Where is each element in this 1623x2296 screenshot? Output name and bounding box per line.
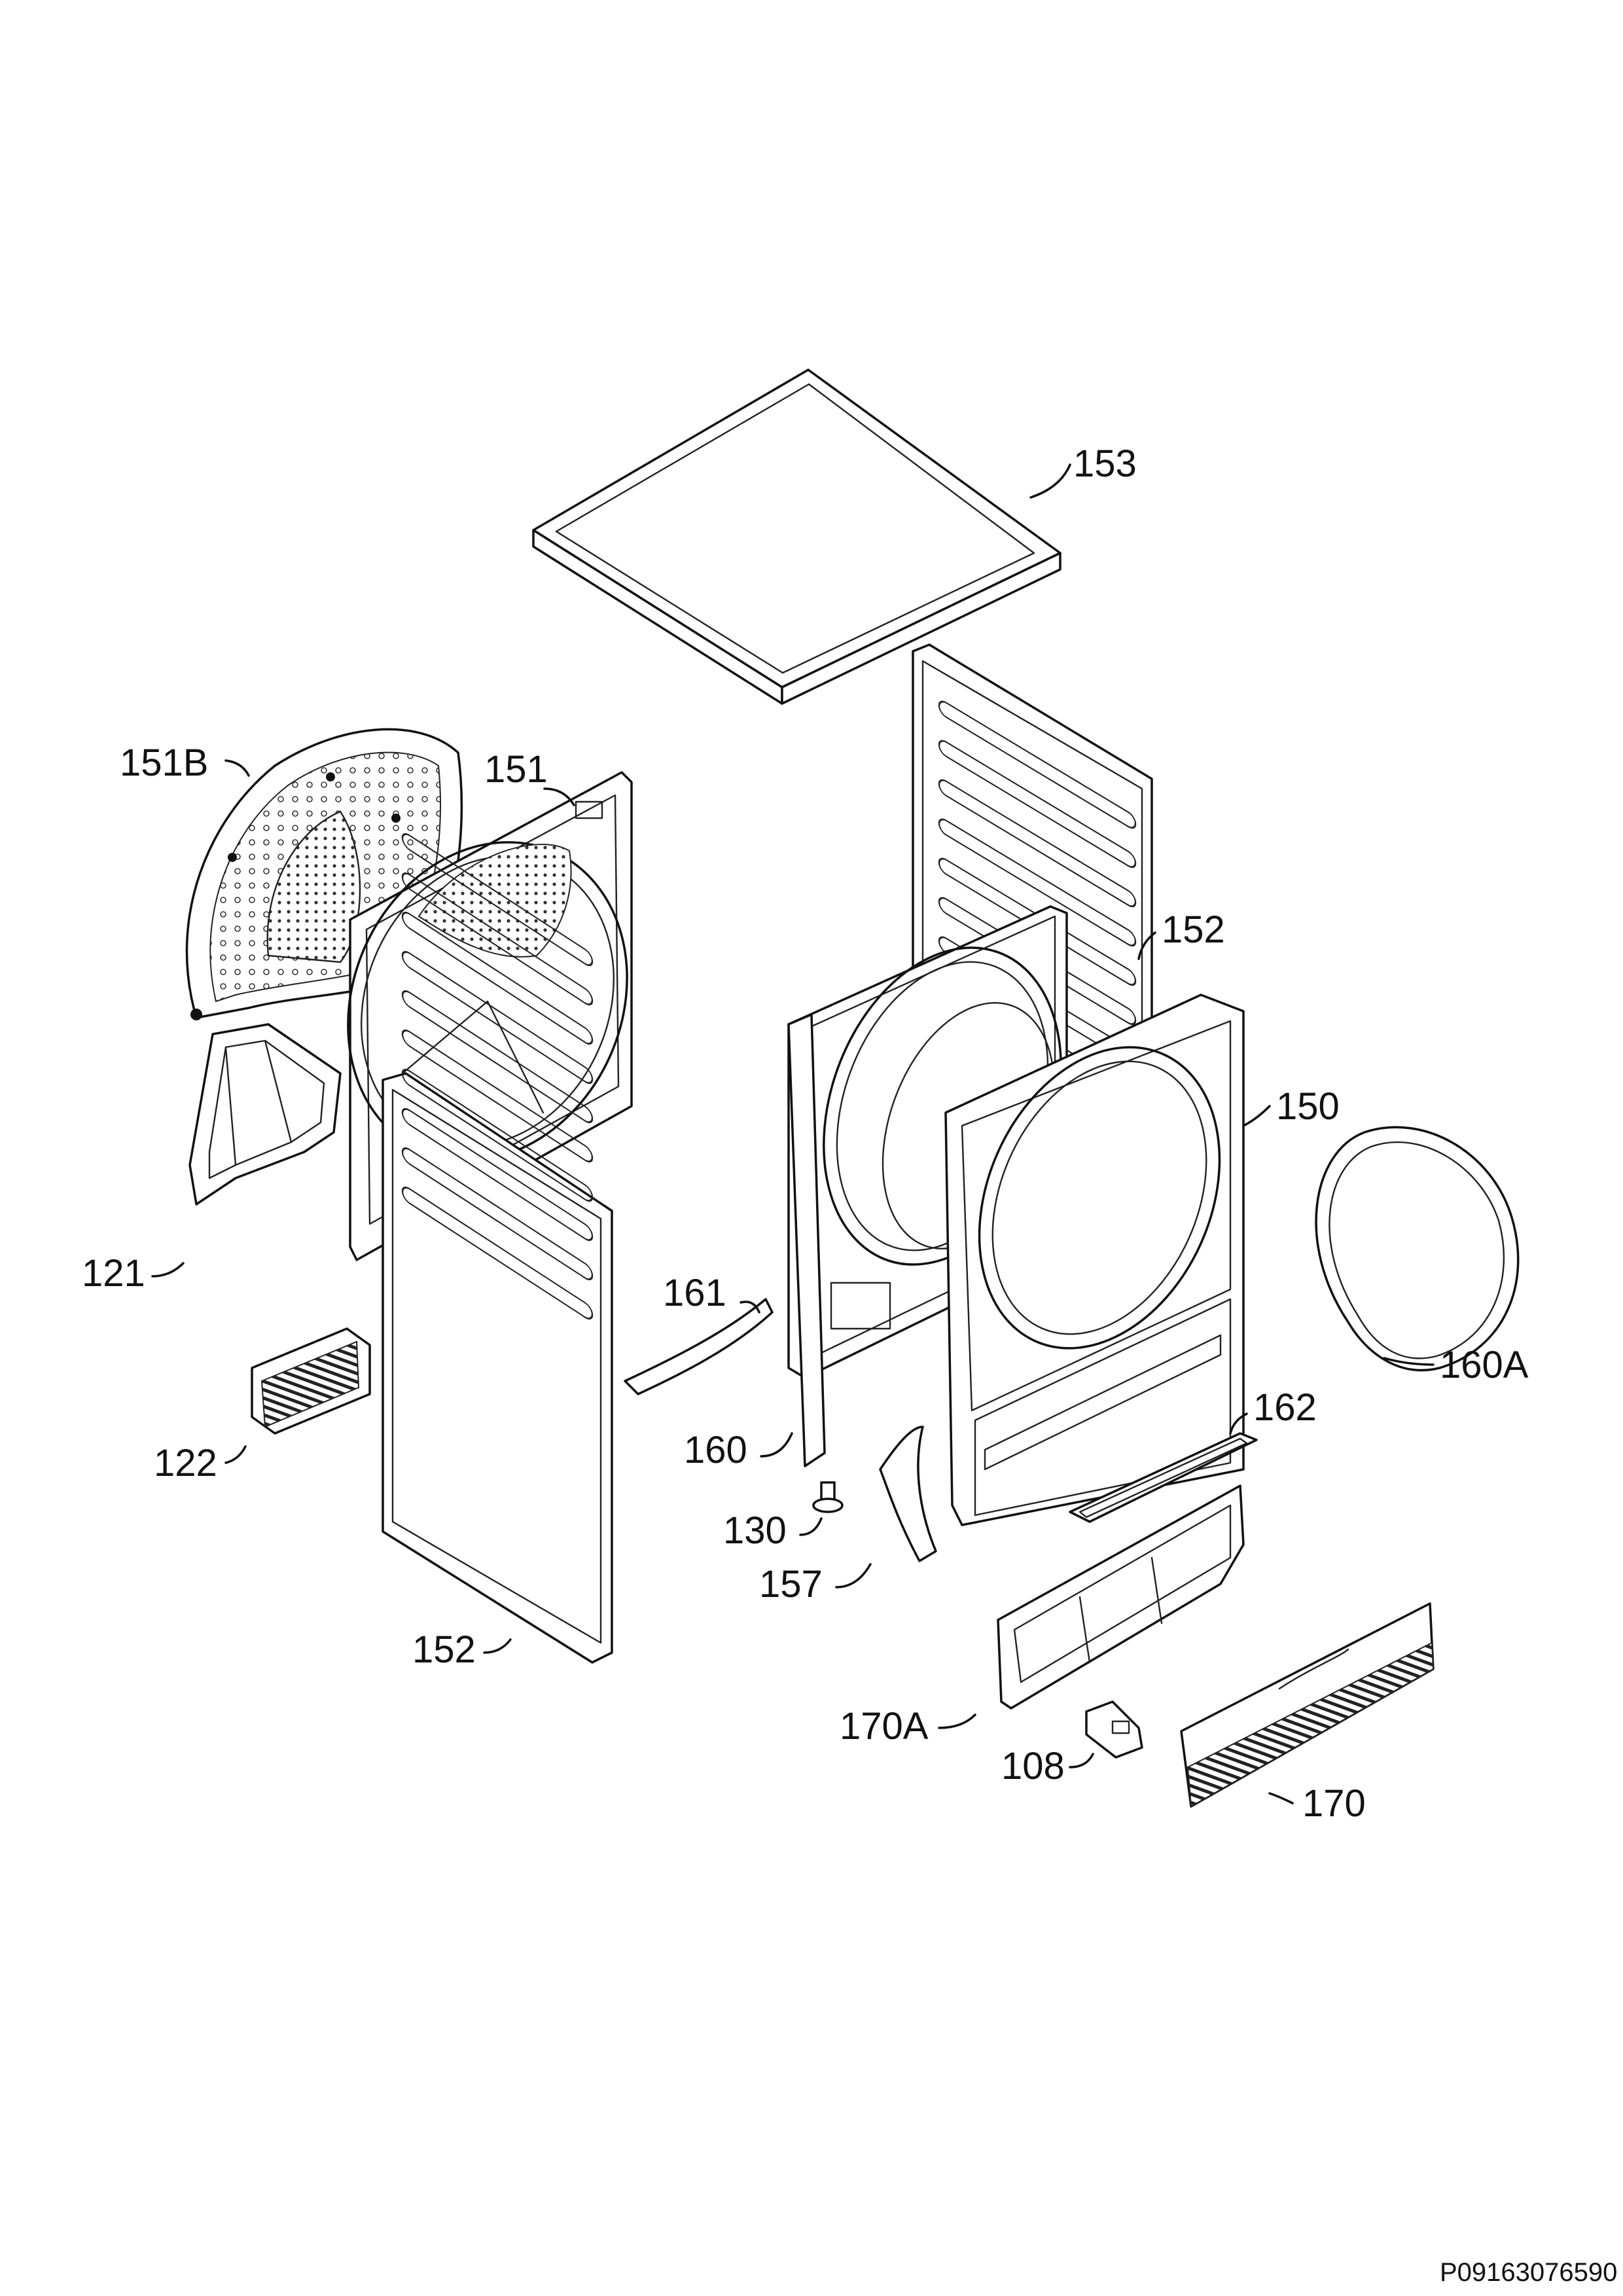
callout-labels: 153 151B 151 152 150 160A 121 161 162 12…	[82, 442, 1529, 1825]
control-panel-fascia-part	[1180, 1602, 1435, 1808]
callout-151b: 151B	[120, 742, 208, 784]
callout-170a: 170A	[840, 1705, 929, 1748]
control-panel-frame-part	[997, 1484, 1245, 1710]
callout-162: 162	[1253, 1386, 1317, 1429]
switch-part	[1085, 1700, 1143, 1759]
callout-130: 130	[723, 1509, 787, 1552]
callout-122: 122	[154, 1442, 217, 1484]
leader-lines	[151, 463, 1435, 1804]
document-id: P09163076590	[1440, 2258, 1617, 2287]
gasket-frame-part	[1069, 1432, 1258, 1523]
callout-161: 161	[663, 1272, 726, 1314]
callout-153: 153	[1073, 442, 1137, 485]
callout-151: 151	[484, 748, 548, 791]
foot-screw-part	[812, 1481, 844, 1513]
callout-160: 160	[684, 1429, 747, 1471]
door-seal-ring-part	[1315, 1126, 1520, 1372]
callout-152-left: 152	[412, 1628, 476, 1671]
callout-170: 170	[1302, 1782, 1366, 1825]
top-cover-part	[532, 368, 1061, 705]
curved-strip-part	[879, 1426, 937, 1562]
callout-160a: 160A	[1440, 1344, 1529, 1386]
filter-basket-part	[251, 1327, 371, 1435]
side-panel-left-part	[382, 833, 613, 1664]
callout-157: 157	[759, 1563, 823, 1605]
callout-108: 108	[1001, 1745, 1065, 1787]
air-duct-part	[188, 1023, 342, 1206]
callout-152-right: 152	[1162, 908, 1225, 951]
callout-121: 121	[82, 1252, 145, 1295]
callout-150: 150	[1276, 1085, 1340, 1128]
front-panel-part	[944, 994, 1245, 1526]
trim-strip-part	[624, 1298, 774, 1395]
